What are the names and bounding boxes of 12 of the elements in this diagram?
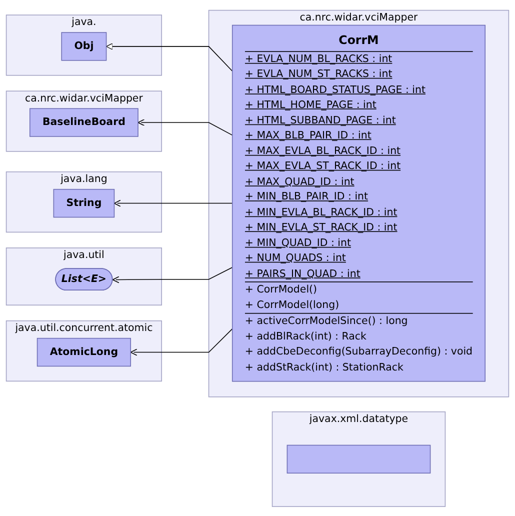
arrow bbox=[138, 118, 233, 136]
arrow bbox=[112, 266, 233, 283]
arrow bbox=[114, 199, 233, 206]
node-box: BaselineBoard bbox=[29, 108, 138, 136]
node-box: AtomicLong bbox=[36, 338, 131, 366]
cluster: javax.xml.datatype bbox=[272, 411, 446, 506]
arrow bbox=[130, 328, 233, 356]
node-box bbox=[286, 444, 431, 474]
node-box: CorrM + EVLA_NUM_BL_RACKS : int + EVLA_NUM_ST_RACKS : int + HTML_BOARD_STATUS_PAGE : int + HTML_HOME_PAGE : int + HTML_SUBBAND_PAGE : int + MAX_BLB_PAIR_ID : int + MAX_EVLA_BL_RACK_ID : int + MAX_EVLA_ST_RACK_ID : int + MAX_QUAD_ID : int + MIN_BLB_PAIR_ID : int + MIN_EVLA_BL_RACK_ID : int + MIN_EVLA_ST_RACK_ID : int + MIN_QUAD_ID : int + NUM_QUADS : int + PAIRS_IN_QUAD : int + CorrModel() + CorrModel(long) + activeCorrModelSince() : long + addBlRack(int) : Rack + addCbeDeconfig(SubarrayDeconfig) : void + addStRack(int) : StationRack bbox=[232, 24, 486, 382]
node-box: String bbox=[53, 188, 115, 218]
arrow bbox=[106, 42, 233, 72]
node-box: Obj bbox=[61, 32, 107, 60]
